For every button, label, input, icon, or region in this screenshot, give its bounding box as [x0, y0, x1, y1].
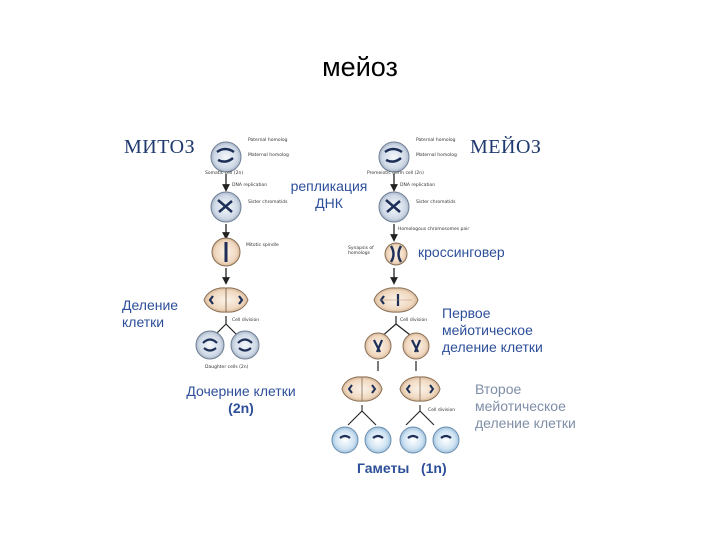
label-dna-replication: репликация ДНК	[290, 178, 368, 212]
annotation-sister-chromatids-right: Sister chromatids	[416, 200, 456, 205]
gamete-3	[399, 426, 427, 454]
arrow	[347, 405, 435, 426]
mitosis-heading: МИТОЗ	[124, 136, 196, 158]
meiosis-secondary-cell-2	[402, 332, 430, 360]
label-daughter-cells-line1: Дочерние клетки	[186, 383, 296, 399]
label-first-meiotic-division: Первое мейотическое деление клетки	[442, 305, 543, 356]
label-dna-replication-line2: ДНК	[315, 195, 343, 211]
mitosis-metaphase-cell	[211, 237, 241, 267]
arrow	[377, 361, 417, 371]
meiosis-second-division-cell-1	[341, 376, 383, 402]
annotation-paternal-left: Paternal homolog	[248, 138, 288, 143]
label-daughter-cells-line2: (2n)	[228, 400, 254, 416]
meiosis-column	[331, 141, 460, 454]
annotation-sister-chromatids-left: Sister chromatids	[248, 200, 288, 205]
label-gametes: Гаметы (1n)	[357, 460, 447, 476]
label-second-meiotic-division: Второе мейотическое деление клетки	[475, 381, 576, 432]
meiosis-crossing-over-cell	[384, 242, 408, 266]
gamete-2	[364, 426, 392, 454]
label-first-division-line3: деление клетки	[442, 339, 543, 355]
label-second-division-line2: мейотическое	[475, 398, 566, 414]
annotation-daughter-cells: Daughter cells (2n)	[205, 365, 249, 370]
gamete-4	[432, 426, 460, 454]
meiosis-replicated-cell	[378, 191, 410, 223]
label-second-division-line3: деление клетки	[475, 415, 576, 431]
label-daughter-cells: Дочерние клетки (2n)	[176, 383, 306, 417]
annotation-somatic-cell: Somatic cell (2n)	[205, 171, 244, 176]
mitosis-column	[195, 141, 260, 360]
annotation-synapsis: Synapsis of homologs	[348, 246, 374, 256]
mitosis-somatic-cell	[210, 141, 242, 173]
meiosis-heading: МЕЙОЗ	[470, 136, 542, 158]
label-first-division-line1: Первое	[442, 305, 491, 321]
annotation-paternal-right: Paternal homolog	[416, 138, 456, 143]
mitosis-dividing-cell	[203, 287, 249, 313]
meiosis-second-division-cell-2	[399, 376, 441, 402]
mitosis-daughter-cell-1	[195, 330, 225, 360]
annotation-dna-replication-right: DNA replication	[400, 183, 436, 188]
slide-title: мейоз	[322, 52, 398, 82]
annotation-dna-replication-left: DNA replication	[232, 183, 268, 188]
meiosis-germ-cell	[378, 141, 410, 173]
annotation-cell-division-right: Cell division	[400, 318, 428, 323]
gamete-1	[331, 426, 359, 454]
annotation-maternal-right: Maternal homolog	[416, 153, 457, 158]
label-second-division-line1: Второе	[475, 381, 522, 397]
annotation-cell-division-left: Cell division	[232, 318, 260, 323]
annotation-spindle: Mitotic spindle	[246, 243, 279, 248]
annotation-cell-division-second: Cell division	[428, 408, 456, 413]
label-first-division-line2: мейотическое	[442, 322, 533, 338]
label-dna-replication-line1: репликация	[290, 178, 368, 194]
label-cell-division: Деление клетки	[122, 297, 178, 331]
annotation-germ-cell: Premeiotic germ cell (2n)	[367, 171, 424, 176]
meiosis-first-division-cell	[373, 287, 419, 313]
label-crossing-over: кроссинговер	[418, 244, 505, 260]
annotation-maternal-left: Maternal homolog	[248, 153, 289, 158]
annotation-homologous-pairs: Homologous chromosomes pair	[398, 227, 470, 232]
mitosis-replicated-cell	[210, 191, 242, 223]
label-cell-division-line1: Деление	[122, 297, 179, 313]
label-cell-division-line2: клетки	[122, 314, 165, 330]
meiosis-secondary-cell-1	[364, 332, 392, 360]
mitosis-daughter-cell-2	[230, 330, 260, 360]
